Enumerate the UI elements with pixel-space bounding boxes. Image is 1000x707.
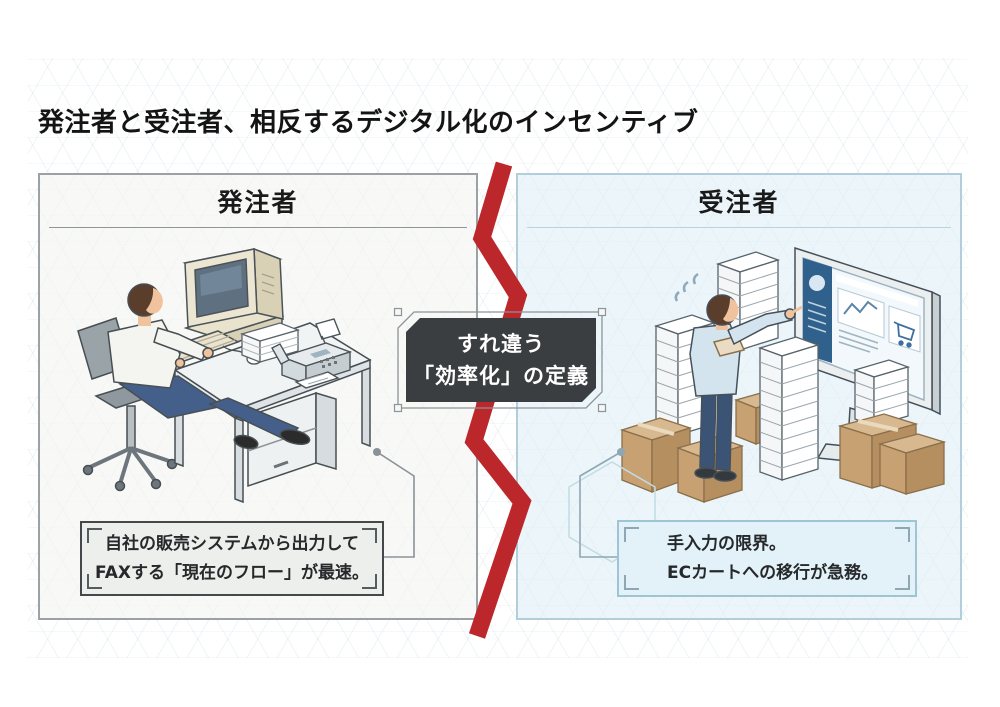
- receiver-caption-box: 手入力の限界。 ECカートへの移行が急務。: [617, 520, 917, 597]
- page-title: 発注者と受注者、相反するデジタル化のインセンティブ: [38, 108, 699, 138]
- bracket-corner-icon: [87, 574, 102, 589]
- center-label-line2: 「効率化」の定義: [413, 364, 589, 388]
- bracket-corner-icon: [624, 527, 639, 542]
- center-definition-label: すれ違う 「効率化」の定義: [406, 320, 596, 400]
- bracket-corner-icon: [87, 528, 102, 543]
- center-label-line1: すれ違う: [457, 331, 545, 356]
- orderer-panel-title: 発注者: [217, 188, 299, 217]
- orderer-caption-line1: 自社の販売システムから出力して: [105, 534, 359, 555]
- bracket-corner-icon: [362, 528, 377, 543]
- bracket-corner-icon: [362, 574, 377, 589]
- paper-stack: [852, 359, 911, 427]
- receiver-caption-line1: 手入力の限界。: [667, 534, 786, 555]
- bracket-corner-icon: [624, 575, 639, 590]
- bracket-corner-icon: [895, 527, 910, 542]
- receiver-illustration: [619, 246, 947, 503]
- fax-machine: [271, 318, 353, 389]
- receiver-panel-title: 受注者: [698, 188, 780, 217]
- shopping-cart-icon: [893, 321, 916, 348]
- sweat-drops-icon: [674, 272, 699, 302]
- orderer-caption-box: 自社の販売システムから出力して FAXする「現在のフロー」が最速。: [80, 521, 384, 596]
- bracket-corner-icon: [895, 575, 910, 590]
- orderer-person: [107, 283, 311, 450]
- orderer-panel-header: 発注者: [49, 175, 467, 228]
- receiver-person: [674, 272, 803, 482]
- dashboard: [803, 258, 921, 363]
- receiver-caption-line2: ECカートへの移行が急務。: [667, 562, 879, 583]
- orderer-illustration: [77, 247, 372, 504]
- orderer-caption-line2: FAXする「現在のフロー」が最速。: [95, 562, 369, 583]
- receiver-panel-header: 受注者: [527, 175, 951, 228]
- crt-computer: [182, 247, 285, 351]
